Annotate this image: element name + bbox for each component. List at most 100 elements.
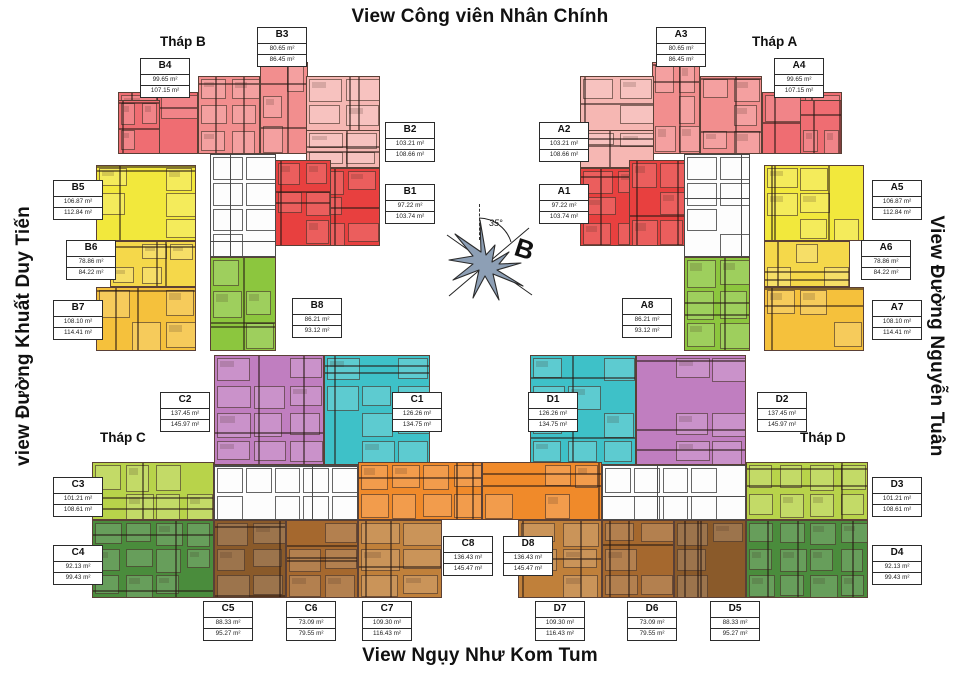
apartment-block-C3a[interactable] bbox=[92, 462, 214, 520]
apartment-block-D2a[interactable] bbox=[636, 355, 746, 465]
apartment-block-B3b[interactable] bbox=[260, 62, 308, 154]
apartment-carpet-area: 136.43 m² bbox=[504, 553, 552, 565]
apartment-block-C2a[interactable] bbox=[214, 355, 324, 465]
apartment-gross-area: 93.12 m² bbox=[304, 327, 330, 335]
apartment-gross-area: 134.75 m² bbox=[402, 421, 432, 429]
apartment-gross-area: 108.61 m² bbox=[882, 506, 912, 514]
apartment-carpet-area: 88.33 m² bbox=[204, 618, 252, 630]
apartment-block-A1b[interactable] bbox=[629, 160, 685, 246]
apartment-block-D3a[interactable] bbox=[746, 462, 868, 520]
apartment-gross-area: 79.55 m² bbox=[639, 630, 665, 638]
apartment-block-B7a[interactable] bbox=[96, 287, 196, 351]
apartment-carpet-area: 106.87 m² bbox=[873, 197, 921, 209]
apartment-carpet-area: 126.26 m² bbox=[529, 409, 577, 421]
apartment-block-B2b[interactable] bbox=[306, 130, 380, 168]
apartment-code: B1 bbox=[386, 185, 434, 201]
apartment-block-B1b[interactable] bbox=[275, 160, 331, 246]
apartment-block-B6a[interactable] bbox=[110, 241, 196, 287]
apartment-block-A8a[interactable] bbox=[684, 257, 750, 351]
apartment-block-C8a[interactable] bbox=[358, 462, 482, 520]
apartment-gross-area: 99.43 m² bbox=[884, 574, 910, 582]
apartment-gross-area: 103.74 m² bbox=[395, 213, 425, 221]
apartment-block-A6a[interactable] bbox=[764, 241, 850, 287]
apartment-carpet-area: 86.21 m² bbox=[293, 315, 341, 327]
apartment-carpet-area: 99.65 m² bbox=[775, 75, 823, 87]
apartment-gross-area: 145.97 m² bbox=[170, 421, 200, 429]
core-D bbox=[602, 465, 746, 520]
apartment-block-B8a[interactable] bbox=[210, 257, 276, 351]
apartment-gross-area: 86.45 m² bbox=[668, 56, 694, 64]
apartment-block-D4a[interactable] bbox=[746, 520, 868, 598]
apartment-block-D6a[interactable] bbox=[602, 520, 674, 598]
apartment-block-C4a[interactable] bbox=[92, 520, 214, 598]
apartment-block-A7a[interactable] bbox=[764, 287, 864, 351]
apartment-gross-area: 114.41 m² bbox=[64, 329, 92, 337]
apartment-block-A5a[interactable] bbox=[764, 165, 864, 241]
apartment-code: A5 bbox=[873, 181, 921, 197]
apartment-gross-area: 95.27 m² bbox=[722, 630, 748, 638]
apartment-gross-area: 86.45 m² bbox=[269, 56, 295, 64]
apartment-block-B5a[interactable] bbox=[96, 165, 196, 241]
apartment-carpet-area: 108.10 m² bbox=[54, 317, 102, 329]
apartment-gross-area: 134.75 m² bbox=[538, 421, 568, 429]
apartment-block-B4b[interactable] bbox=[118, 100, 160, 154]
apartment-code: D3 bbox=[873, 478, 921, 494]
apartment-code: A8 bbox=[623, 299, 671, 315]
apartment-code: A2 bbox=[540, 123, 588, 139]
apartment-code: D7 bbox=[536, 602, 584, 618]
apartment-block-A3a[interactable] bbox=[700, 76, 762, 154]
apartment-code: A4 bbox=[775, 59, 823, 75]
apartment-block-C1a[interactable] bbox=[324, 355, 430, 465]
apartment-block-A3b[interactable] bbox=[652, 62, 700, 154]
apartment-block-A4b[interactable] bbox=[800, 100, 842, 154]
apartment-block-C6a[interactable] bbox=[286, 520, 358, 598]
apartment-block-D8a[interactable] bbox=[482, 462, 602, 520]
apartment-carpet-area: 136.43 m² bbox=[444, 553, 492, 565]
apartment-gross-area: 84.22 m² bbox=[873, 269, 899, 277]
apartment-carpet-area: 101.21 m² bbox=[54, 494, 102, 506]
apartment-carpet-area: 101.21 m² bbox=[873, 494, 921, 506]
apartment-code: A3 bbox=[657, 28, 705, 44]
apartment-block-D5a[interactable] bbox=[674, 520, 746, 598]
apartment-block-C5a[interactable] bbox=[214, 520, 286, 598]
view-title-bottom: View Ngụy Như Kom Tum bbox=[362, 645, 598, 666]
apartment-block-C7a[interactable] bbox=[358, 520, 442, 598]
apartment-carpet-area: 106.87 m² bbox=[54, 197, 102, 209]
apartment-gross-area: 84.22 m² bbox=[78, 269, 104, 277]
apartment-block-B3a[interactable] bbox=[198, 76, 260, 154]
apartment-block-A2b[interactable] bbox=[580, 130, 654, 168]
apartment-code: C3 bbox=[54, 478, 102, 494]
